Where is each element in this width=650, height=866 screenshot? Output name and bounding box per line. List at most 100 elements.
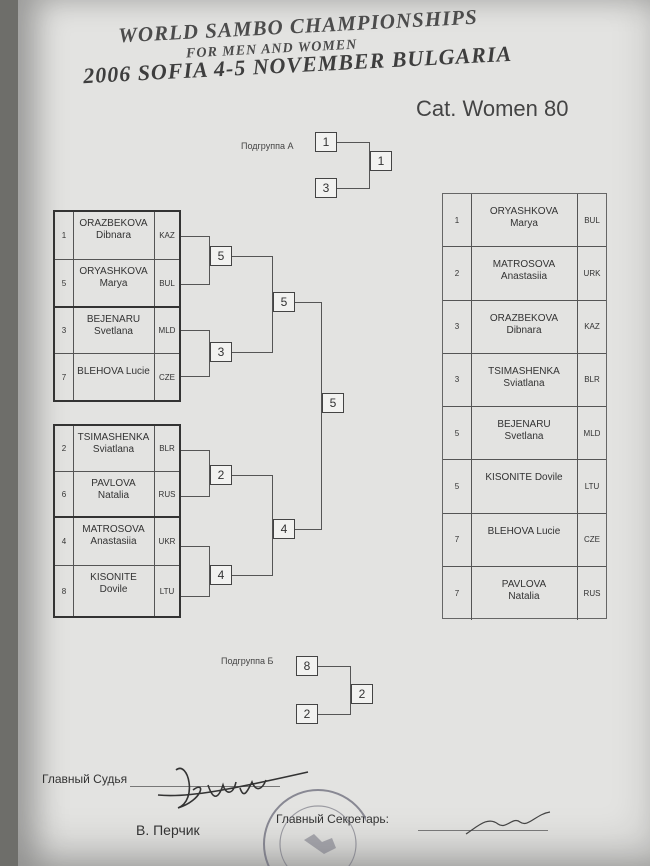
country-code: KAZ	[159, 231, 175, 240]
round1-match2-box: 3	[210, 342, 232, 362]
first-name: Natalia	[508, 590, 540, 602]
athlete-name: BLEHOVA Lucie	[73, 354, 155, 400]
connector	[318, 666, 350, 667]
connector	[209, 330, 210, 377]
place-number: 7	[443, 513, 472, 566]
country-code: URK	[583, 268, 601, 278]
connector	[181, 496, 209, 497]
seed-number: 8	[55, 566, 74, 616]
seed-number: 1	[55, 212, 74, 259]
connector	[181, 236, 209, 237]
table-row: 5 KISONITE Dovile LTU	[443, 460, 606, 514]
country-code: BLR	[159, 444, 175, 453]
country-code: CZE	[159, 372, 175, 382]
surname: BEJENARU	[86, 314, 141, 325]
place-number: 5	[443, 407, 472, 460]
pool-b-winner-box: 2	[351, 684, 373, 704]
connector	[337, 142, 369, 143]
country-code: BUL	[584, 215, 600, 225]
place-number: 7	[443, 566, 472, 620]
round1-match4-box: 4	[210, 565, 232, 585]
final-box: 5	[322, 393, 344, 413]
connector	[318, 714, 350, 715]
country-code: KAZ	[584, 322, 600, 332]
surname: KISONITE	[90, 572, 137, 583]
country-code: LTU	[159, 586, 175, 596]
athlete-name: KISONITE Dovile	[471, 460, 578, 513]
round1-match1-box: 5	[210, 246, 232, 266]
connector	[181, 596, 209, 597]
country-code: RUS	[158, 489, 176, 499]
seed-number: 6	[55, 472, 74, 516]
connector	[295, 529, 321, 530]
country-code: MLD	[583, 428, 601, 438]
chief-judge-label: Главный Судья	[42, 772, 128, 786]
place-number: 3	[443, 353, 472, 406]
seed-number: 2	[55, 426, 74, 471]
first-name: Dibnara	[506, 324, 542, 336]
surname: BLEHOVA Lucie	[487, 525, 561, 537]
pool-b-label: Подгруппа Б	[221, 656, 274, 666]
seed-number: 5	[55, 260, 74, 306]
chief-judge-signature	[157, 767, 309, 809]
connector	[209, 450, 210, 497]
surname: ORYASHKOVA	[489, 206, 559, 217]
pool-a-top-box: 1	[315, 132, 337, 152]
chief-secretary-label: Главный Секретарь:	[276, 812, 389, 826]
connector	[209, 236, 210, 285]
table-row: 7 BLEHOVA Lucie CZE	[55, 354, 179, 400]
first-name: Marya	[99, 278, 128, 289]
surname: ORAZBEKOVA	[79, 218, 148, 229]
country-code: LTU	[584, 481, 600, 491]
pool-b-top-box: 8	[296, 656, 318, 676]
first-name: Dibnara	[95, 230, 132, 241]
surname: TSIMASHENKA	[488, 365, 560, 377]
connector	[181, 330, 209, 331]
place-number: 5	[443, 460, 472, 513]
country-code: RUS	[583, 588, 601, 598]
connector	[232, 575, 272, 576]
first-name: Dovile	[99, 584, 128, 595]
first-name: Anastasiia	[500, 271, 548, 283]
signature-line	[418, 830, 548, 831]
surname: MATROSOVA	[82, 524, 145, 535]
pool-b-bottom-box: 2	[296, 704, 318, 724]
surname: KISONITE Dovile	[485, 472, 563, 484]
athlete-name: BLEHOVA Lucie	[471, 513, 578, 566]
surname: PAVLOVA	[501, 578, 547, 590]
first-name: Marya	[510, 218, 538, 229]
connector	[295, 302, 321, 303]
seed-number: 3	[55, 308, 74, 353]
round2-match2-box: 4	[273, 519, 295, 539]
surname: ORYASHKOVA	[79, 266, 148, 277]
seed-number: 4	[55, 518, 74, 565]
connector	[181, 450, 209, 451]
connector	[337, 188, 369, 189]
country-code: UKR	[158, 537, 176, 546]
connector	[272, 475, 273, 576]
connector	[181, 546, 209, 547]
surname: BLEHOVA Lucie	[77, 366, 150, 377]
surname: PAVLOVA	[91, 478, 136, 489]
